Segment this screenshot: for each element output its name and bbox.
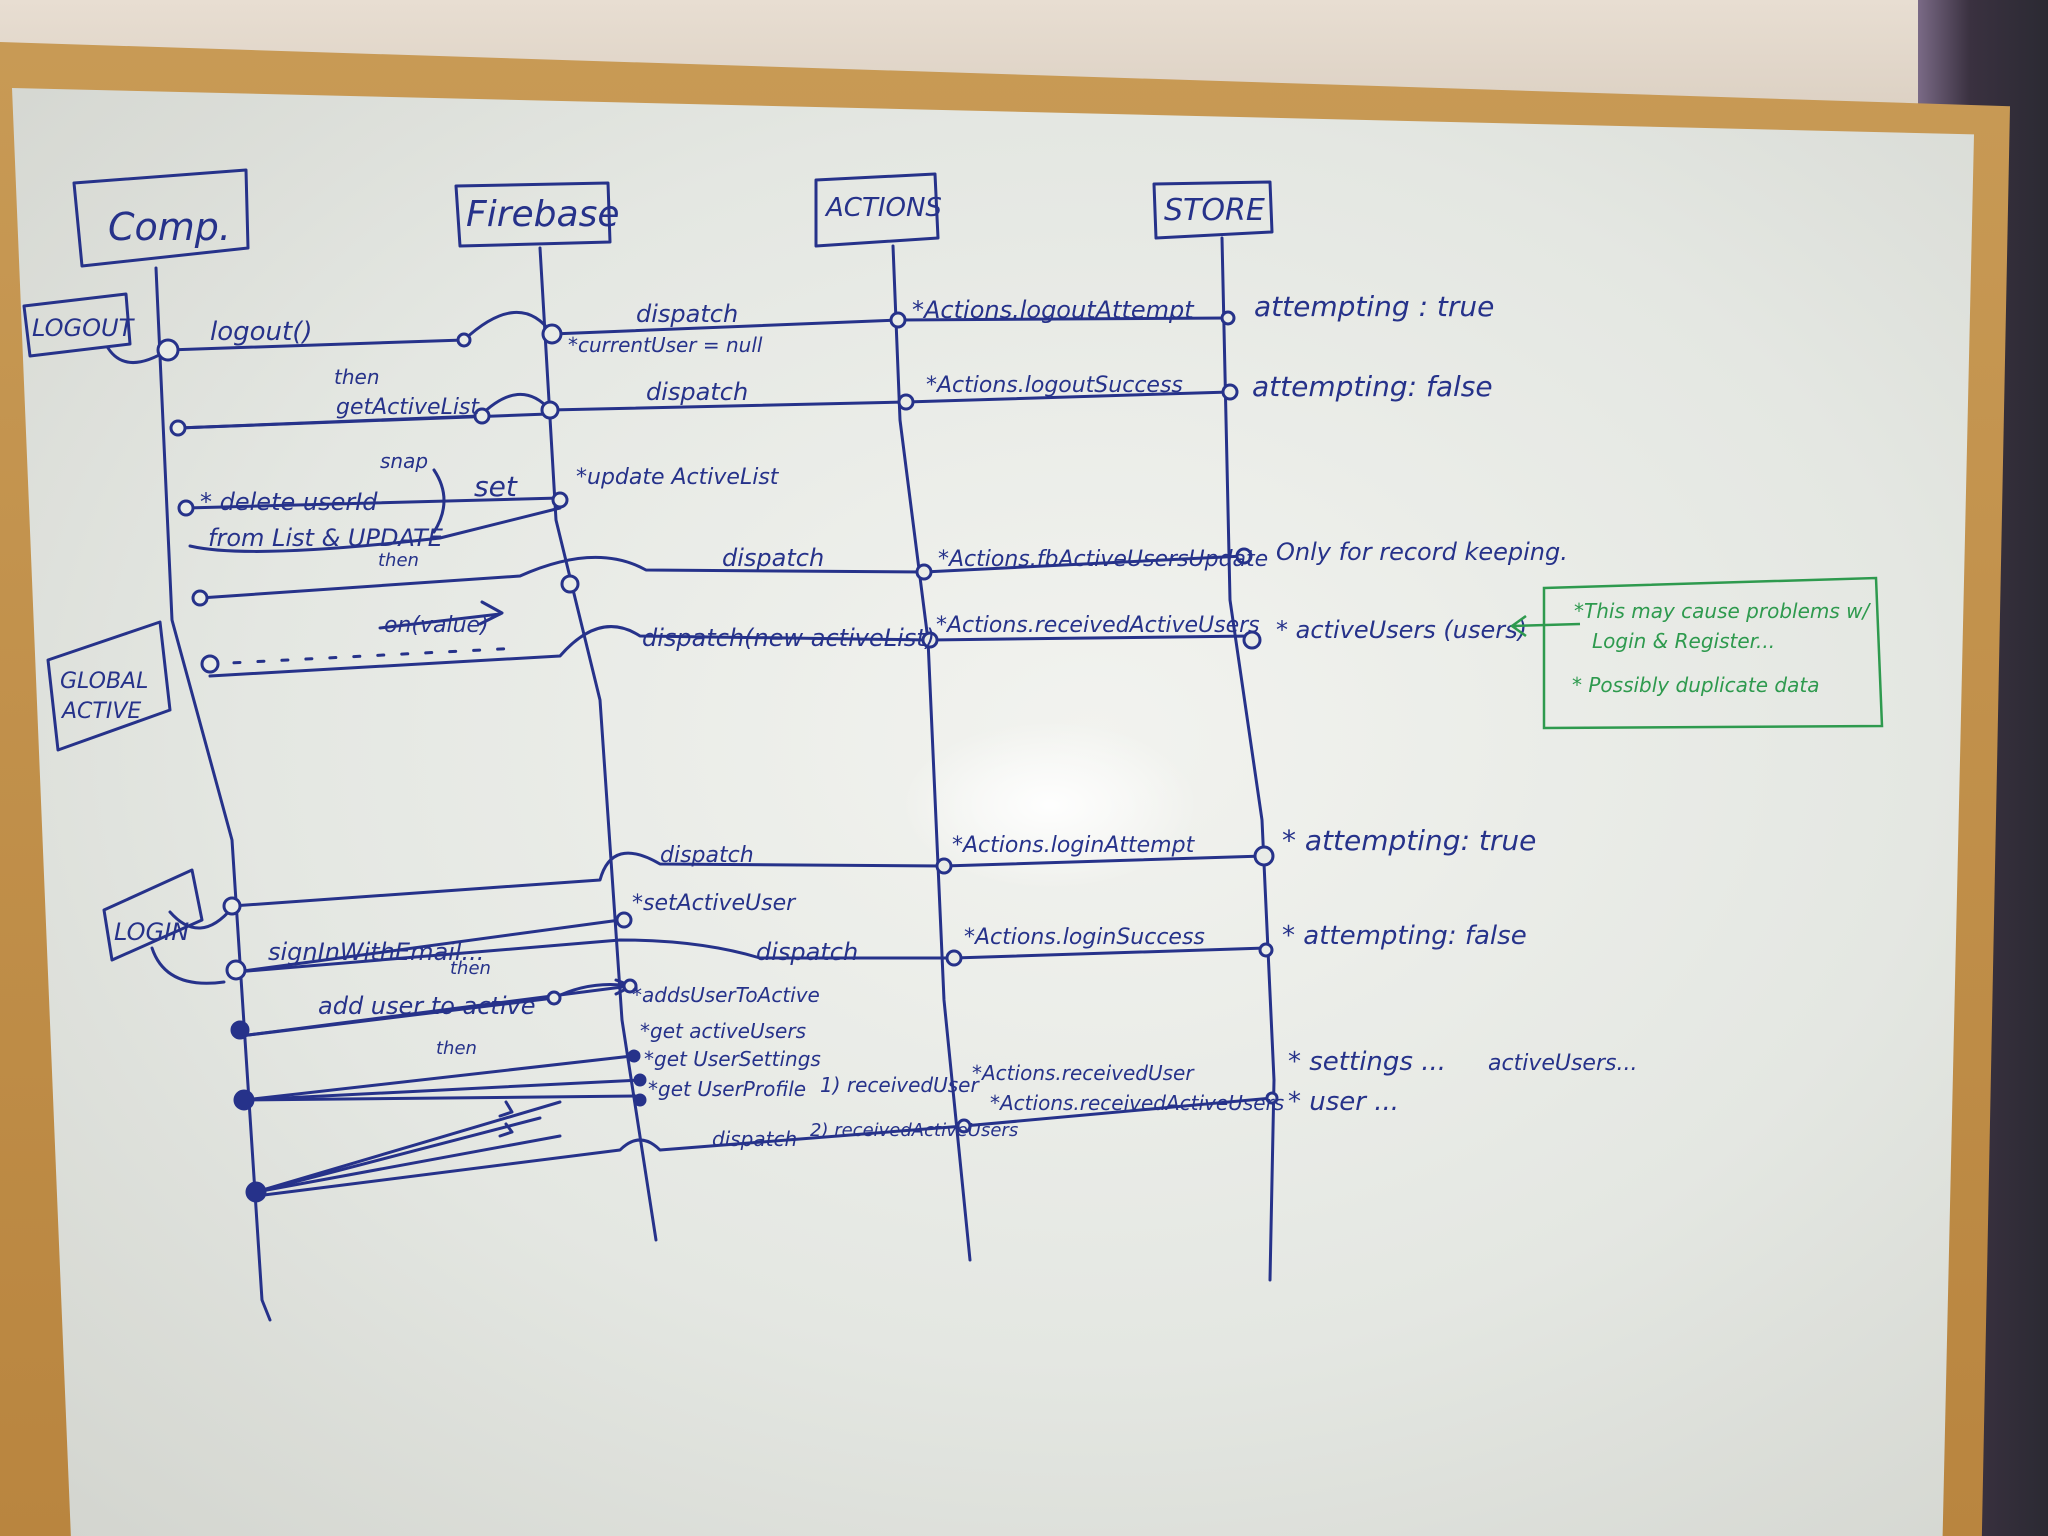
then-1: then (334, 365, 380, 389)
msg-get-data: then *get activeUsers *get UserSettings … (233, 1019, 821, 1111)
green-note-line-2: Login & Register... (1592, 629, 1775, 653)
set-active-user: *setActiveUser (632, 891, 797, 916)
lane-firebase-label: Firebase (466, 194, 619, 235)
delete-user-line-2: from List & UPDATE (208, 524, 444, 552)
green-note: *This may cause problems w/ Login & Regi… (1509, 576, 1884, 730)
trigger-logout-label: LOGOUT (32, 314, 136, 342)
action-logout-success: *Actions.logoutSuccess (926, 373, 1183, 398)
trigger-login: LOGIN (102, 868, 234, 985)
login-dispatch-final: dispatch (712, 1127, 797, 1151)
trigger-global-label-1: GLOBAL (60, 669, 148, 694)
msg-on-value: on(value) dispatch(new activeList) *Acti… (200, 600, 1527, 678)
login-then-2: then (436, 1038, 477, 1059)
msg-add-user: then add user to active *addsUserToActiv… (230, 958, 820, 1040)
lane-store: STORE (1152, 180, 1274, 240)
store-user: * user ... (1288, 1087, 1399, 1117)
trigger-login-label: LOGIN (114, 918, 189, 946)
msg-fb-active-update: then dispatch *Actions.fbActiveUsersUpda… (191, 538, 1568, 607)
action-fb-active-users-update: *Actions.fbActiveUsersUpdate (938, 547, 1268, 572)
login-dispatch: dispatch (660, 843, 754, 868)
logout-dispatch-3: dispatch (722, 544, 824, 572)
logout-call: logout() (210, 317, 313, 347)
store-record-keeping: Only for record keeping. (1276, 538, 1568, 566)
current-user-null: *currentUser = null (568, 333, 763, 357)
trigger-logout: LOGOUT (22, 292, 170, 364)
store-attempting-false: attempting: false (1252, 370, 1493, 403)
sign-in-with-email: signInWithEmail... (268, 938, 484, 966)
msg-login-attempt: dispatch *Actions.loginAttempt * attempt… (222, 824, 1536, 916)
store-login-attempting-false: * attempting: false (1282, 921, 1527, 951)
msg-received: 1) receivedUser 2) receivedActiveUsers d… (245, 1047, 1637, 1203)
action-received-user: *Actions.receivedUser (972, 1061, 1195, 1085)
lane-firebase: Firebase (454, 181, 619, 248)
msg-sign-in: signInWithEmail... *setActiveUser dispat… (225, 891, 1527, 981)
received-active-users-step-2: 2) receivedActiveUsers (810, 1120, 1018, 1141)
get-active-list: getActiveList (336, 395, 480, 420)
msg-get-active-list: then getActiveList dispatch *Actions.log… (169, 365, 1493, 437)
then-2: then (378, 550, 419, 571)
action-login-success: *Actions.loginSuccess (964, 925, 1205, 950)
received-user-step-1: 1) receivedUser (820, 1073, 980, 1097)
store-settings: * settings ... (1288, 1047, 1446, 1077)
action-login-attempt: *Actions.loginAttempt (952, 833, 1196, 858)
action-received-active-users: *Actions.receivedActiveUsers (936, 613, 1260, 638)
msg-delete-user: snap * delete userId from List & UPDATE … (177, 449, 780, 553)
get-user-settings: *get UserSettings (644, 1047, 821, 1071)
green-note-line-3: * Possibly duplicate data (1572, 673, 1819, 697)
msg-logout: logout() dispatch *Actions.logoutAttempt… (156, 290, 1494, 362)
green-note-line-1: *This may cause problems w/ (1574, 599, 1871, 623)
lane-store-label: STORE (1164, 193, 1265, 228)
on-value: on(value) (384, 613, 489, 638)
action-received-active-users-login: *Actions.receivedActiveUsers (990, 1091, 1284, 1115)
get-active-users: *get activeUsers (640, 1019, 806, 1043)
lane-comp-label: Comp. (108, 205, 231, 249)
lane-actions-label: ACTIONS (824, 193, 942, 223)
lifeline-comp (154, 266, 272, 1322)
set-label: set (474, 470, 518, 503)
trigger-global-active: GLOBAL ACTIVE (46, 620, 172, 752)
store-login-attempting-true: * attempting: true (1282, 824, 1536, 857)
store-active-users: * activeUsers (users) (1276, 616, 1527, 644)
logout-dispatch-2: dispatch (646, 378, 748, 406)
lane-comp: Comp. (72, 168, 250, 268)
store-attempting-true: attempting : true (1254, 290, 1494, 323)
lifeline-firebase (538, 246, 658, 1242)
store-active-users-login: activeUsers... (1488, 1051, 1637, 1076)
login-dispatch-success: dispatch (756, 938, 858, 966)
logout-dispatch: dispatch (636, 300, 738, 328)
snap-label: snap (380, 449, 428, 473)
update-active-list: *update ActiveList (576, 465, 780, 490)
login-then-1: then (450, 958, 491, 979)
trigger-global-label-2: ACTIVE (60, 699, 141, 724)
adds-user-to-active: *addsUserToActive (632, 983, 820, 1007)
lifeline-store (1220, 236, 1276, 1282)
add-user-to-active: add user to active (318, 992, 535, 1020)
delete-user-line-1: * delete userId (200, 488, 378, 516)
action-logout-attempt: *Actions.logoutAttempt (912, 296, 1195, 324)
get-user-profile: *get UserProfile (648, 1077, 806, 1101)
lane-actions: ACTIONS (814, 172, 942, 248)
dispatch-new-active-list: dispatch(new activeList) (642, 624, 935, 652)
